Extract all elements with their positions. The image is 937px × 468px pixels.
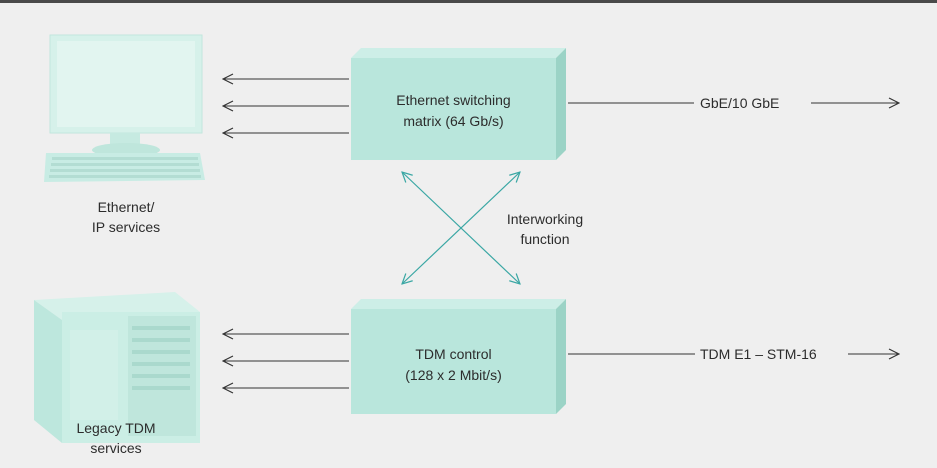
interworking-cross-arrows: [402, 172, 520, 284]
ethernet-services-label: Ethernet/ IP services: [56, 197, 196, 237]
interworking-line1: Interworking: [506, 211, 584, 227]
ethernet-services-line1: Ethernet/: [97, 199, 155, 215]
tdm-block-line2: (128 x 2 Mbit/s): [405, 367, 502, 383]
tdm-output-label: TDM E1 – STM-16: [700, 346, 817, 362]
ethernet-block-line1: Ethernet switching: [396, 92, 511, 108]
cross-arrow-b: [402, 172, 520, 284]
gbe-output-label: GbE/10 GbE: [700, 95, 780, 111]
ethernet-service-arrows: [223, 79, 349, 133]
tdm-service-arrows: [223, 334, 349, 388]
top-rule: [0, 0, 937, 3]
output-arrows: [568, 103, 899, 354]
tdm-equipment-cabinet-icon: [34, 292, 200, 443]
desktop-computer-icon: [44, 34, 205, 182]
tdm-control-block: [351, 299, 566, 414]
tdm-block-label: TDM control (128 x 2 Mbit/s): [351, 344, 556, 386]
ethernet-switching-block: [351, 48, 566, 160]
ethernet-block-line2: matrix (64 Gb/s): [403, 113, 504, 129]
legacy-services-line2: services: [90, 440, 142, 456]
legacy-services-label: Legacy TDM services: [46, 418, 186, 458]
interworking-line2: function: [520, 231, 570, 247]
tdm-block-line1: TDM control: [415, 346, 492, 362]
ethernet-block-label: Ethernet switching matrix (64 Gb/s): [351, 90, 556, 132]
interworking-label: Interworking function: [480, 209, 610, 249]
legacy-services-line1: Legacy TDM: [76, 420, 156, 436]
ethernet-services-line2: IP services: [91, 219, 161, 235]
